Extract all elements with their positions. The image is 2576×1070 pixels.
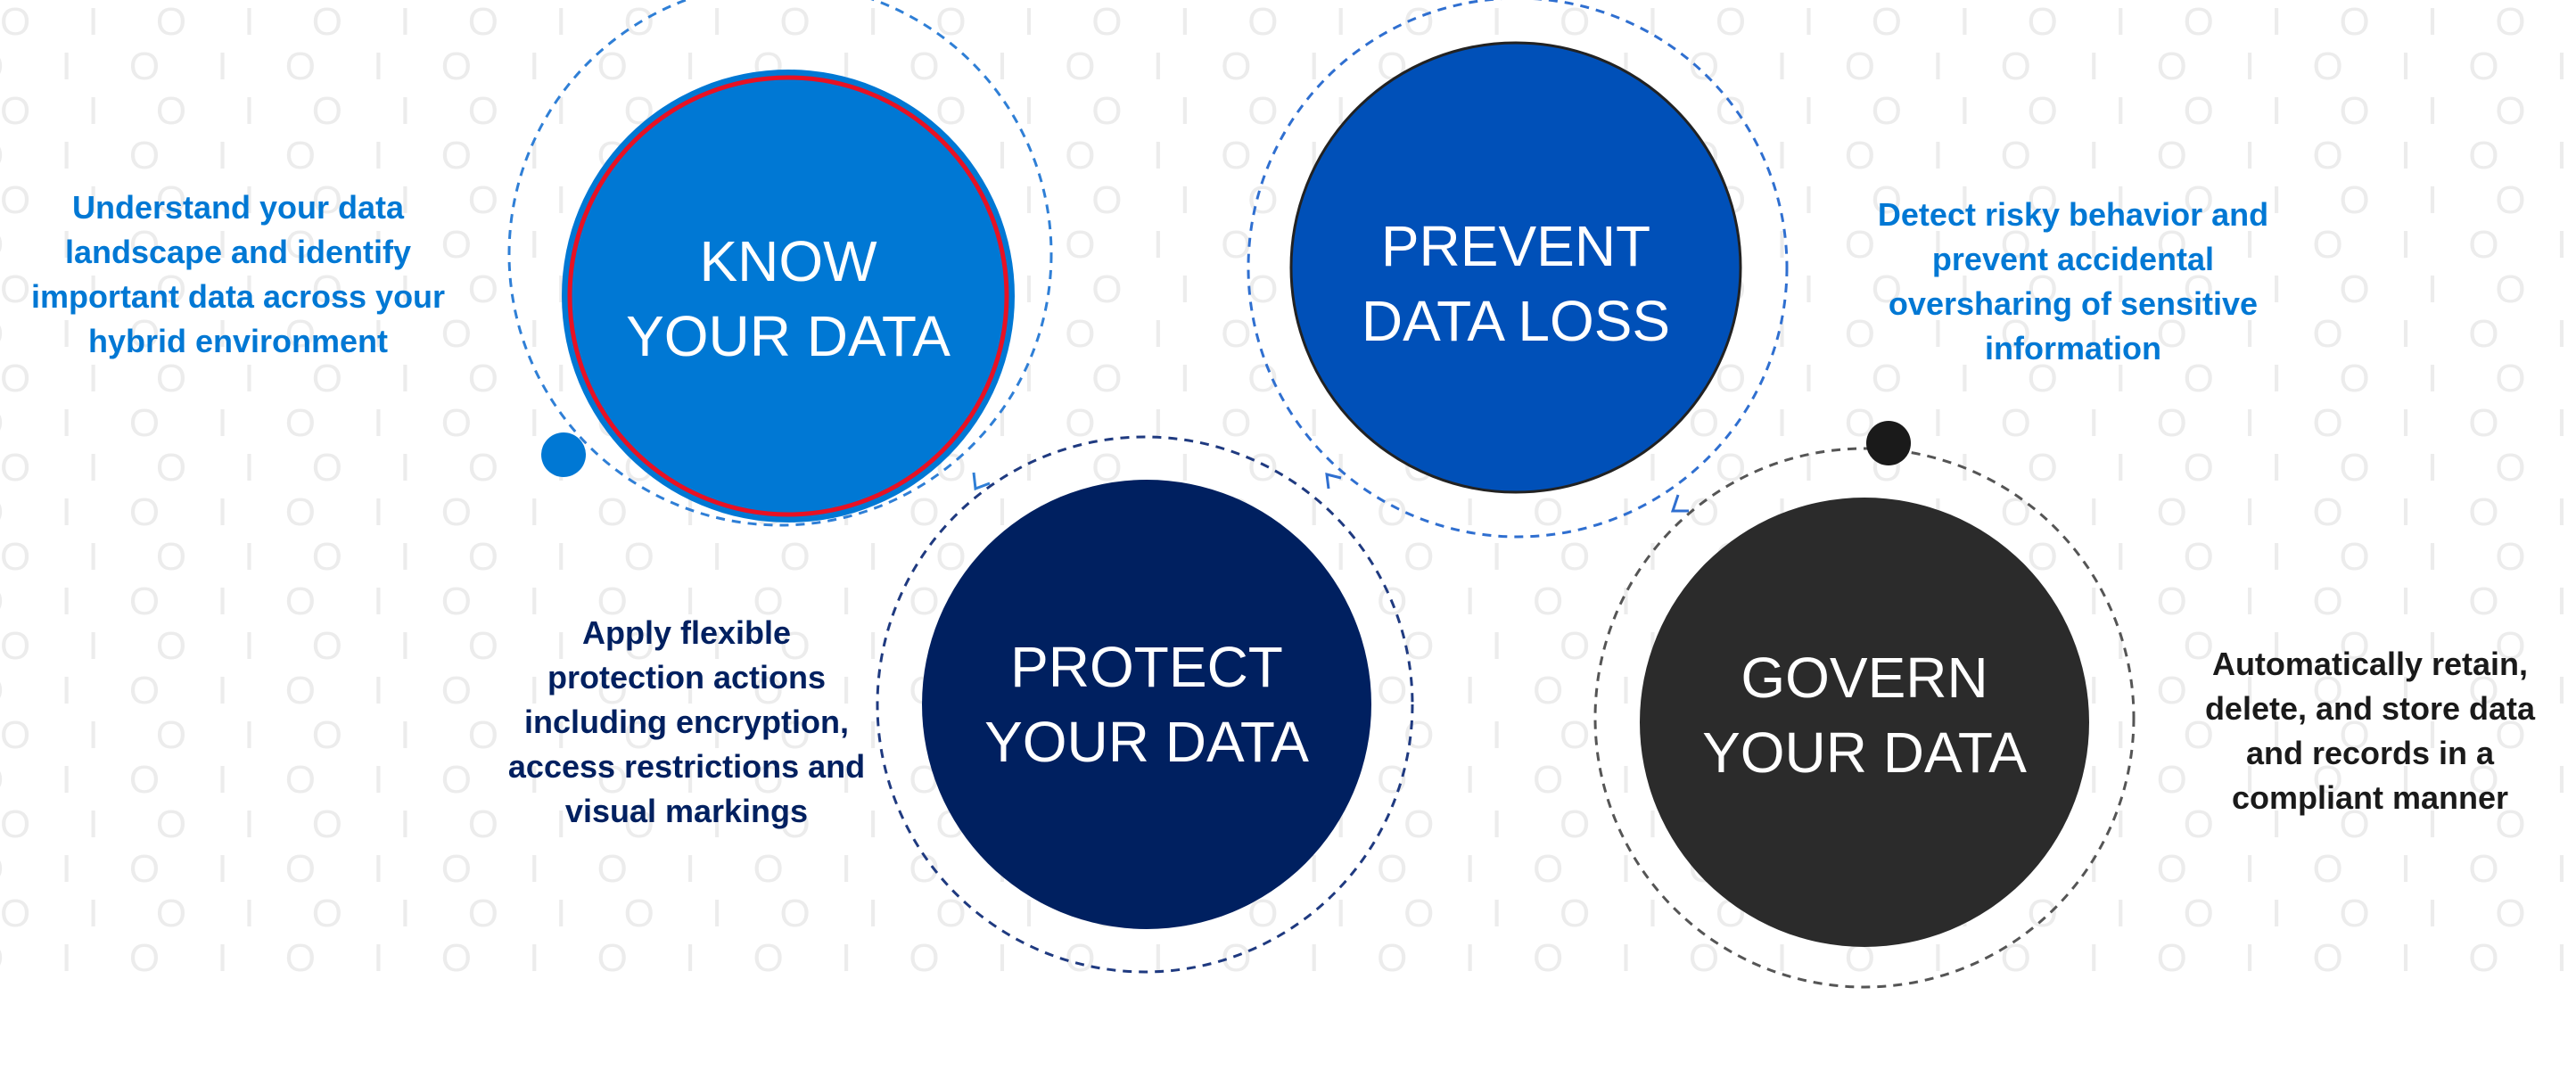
know-description: Understand your data landscape and ident… — [31, 185, 445, 364]
title-line: PREVENT — [1380, 214, 1651, 278]
protect-your-data-circle[interactable] — [922, 480, 1371, 929]
binary-pattern-row: O I O I O I O I O I O I O I O I O I O I … — [0, 312, 2576, 356]
govern-title: GOVERN YOUR DATA — [1702, 640, 2027, 790]
govern-description: Automatically retain, delete, and store … — [2205, 642, 2535, 820]
know-title: KNOW YOUR DATA — [626, 224, 951, 374]
govern-your-data-circle[interactable] — [1640, 498, 2089, 947]
description-line: Automatically retain, — [2211, 646, 2529, 682]
govern-orbit — [1593, 447, 2136, 989]
description-line: information — [1985, 330, 2161, 366]
description-line: delete, and store data — [2204, 690, 2536, 727]
description-line: important data across your — [30, 278, 446, 315]
binary-pattern-row: O I O I O I O I O I O I O I O I O I O I … — [0, 45, 2576, 88]
know-orbit — [507, 0, 1053, 527]
binary-pattern-row: O I O I O I O I O I O I O I O I O I O I … — [0, 0, 2576, 44]
description-line: Detect risky behavior and — [1877, 196, 2269, 233]
binary-pattern-row: O I O I O I O I O I O I O I O I O I O I … — [0, 936, 2576, 980]
description-line: protection actions — [547, 659, 827, 696]
title-line: DATA LOSS — [1361, 289, 1671, 353]
title-line: GOVERN — [1741, 646, 1988, 710]
description-line: access restrictions and — [507, 748, 866, 785]
description-line: Apply flexible — [581, 614, 792, 651]
binary-pattern-row: O I O I O I O I O I O I O I O I O I O I … — [0, 178, 2576, 222]
title-line: KNOW — [699, 229, 877, 293]
start-dot — [541, 432, 586, 477]
arrow-icon — [1325, 473, 1342, 490]
title-line: YOUR DATA — [626, 304, 951, 368]
binary-pattern-row: O I O I O I O I O I O I O I O I O I O I … — [0, 490, 2576, 534]
binary-pattern-row: O I O I O I O I O I O I O I O I O I O I … — [0, 134, 2576, 177]
protect-description: Apply flexible protection actions includ… — [508, 611, 865, 834]
prevent-orbit — [1247, 0, 1789, 539]
description-line: Understand your data — [71, 189, 405, 226]
binary-pattern-row: O I O I O I O I O I O I O I O I O I O I … — [0, 268, 2576, 311]
know-highlight-ring — [567, 75, 1009, 517]
description-line: including encryption, — [523, 704, 850, 740]
description-line: landscape and identify — [64, 234, 412, 270]
description-line: prevent accidental — [1931, 241, 2215, 277]
protect-title: PROTECT YOUR DATA — [984, 630, 1309, 779]
description-line: visual markings — [564, 793, 809, 829]
binary-pattern-row: O I O I O I O I O I O I O I O I O I O I … — [0, 357, 2576, 400]
title-line: YOUR DATA — [984, 710, 1309, 774]
binary-pattern-row: O I O I O I O I O I O I O I O I O I O I … — [0, 223, 2576, 267]
binary-pattern-row: O I O I O I O I O I O I O I O I O I O I … — [0, 446, 2576, 490]
prevent-description: Detect risky behavior and prevent accide… — [1878, 193, 2268, 371]
arrow-icon — [972, 472, 991, 491]
title-line: YOUR DATA — [1702, 720, 2027, 785]
arrow-icon — [1670, 494, 1689, 513]
prevent-data-loss-circle[interactable] — [1289, 41, 1742, 494]
binary-pattern-row: O I O I O I O I O I O I O I O I O I O I … — [0, 89, 2576, 133]
end-dot — [1866, 421, 1911, 465]
title-line: PROTECT — [1010, 635, 1283, 699]
binary-pattern-row: O I O I O I O I O I O I O I O I O I O I … — [0, 892, 2576, 935]
description-line: and records in a — [2245, 735, 2495, 771]
description-line: compliant manner — [2231, 779, 2509, 816]
know-your-data-circle[interactable] — [562, 70, 1015, 523]
protect-orbit — [876, 435, 1414, 974]
description-line: hybrid environment — [87, 323, 389, 359]
description-line: oversharing of sensitive — [1888, 285, 2259, 322]
prevent-title: PREVENT DATA LOSS — [1362, 209, 1670, 358]
